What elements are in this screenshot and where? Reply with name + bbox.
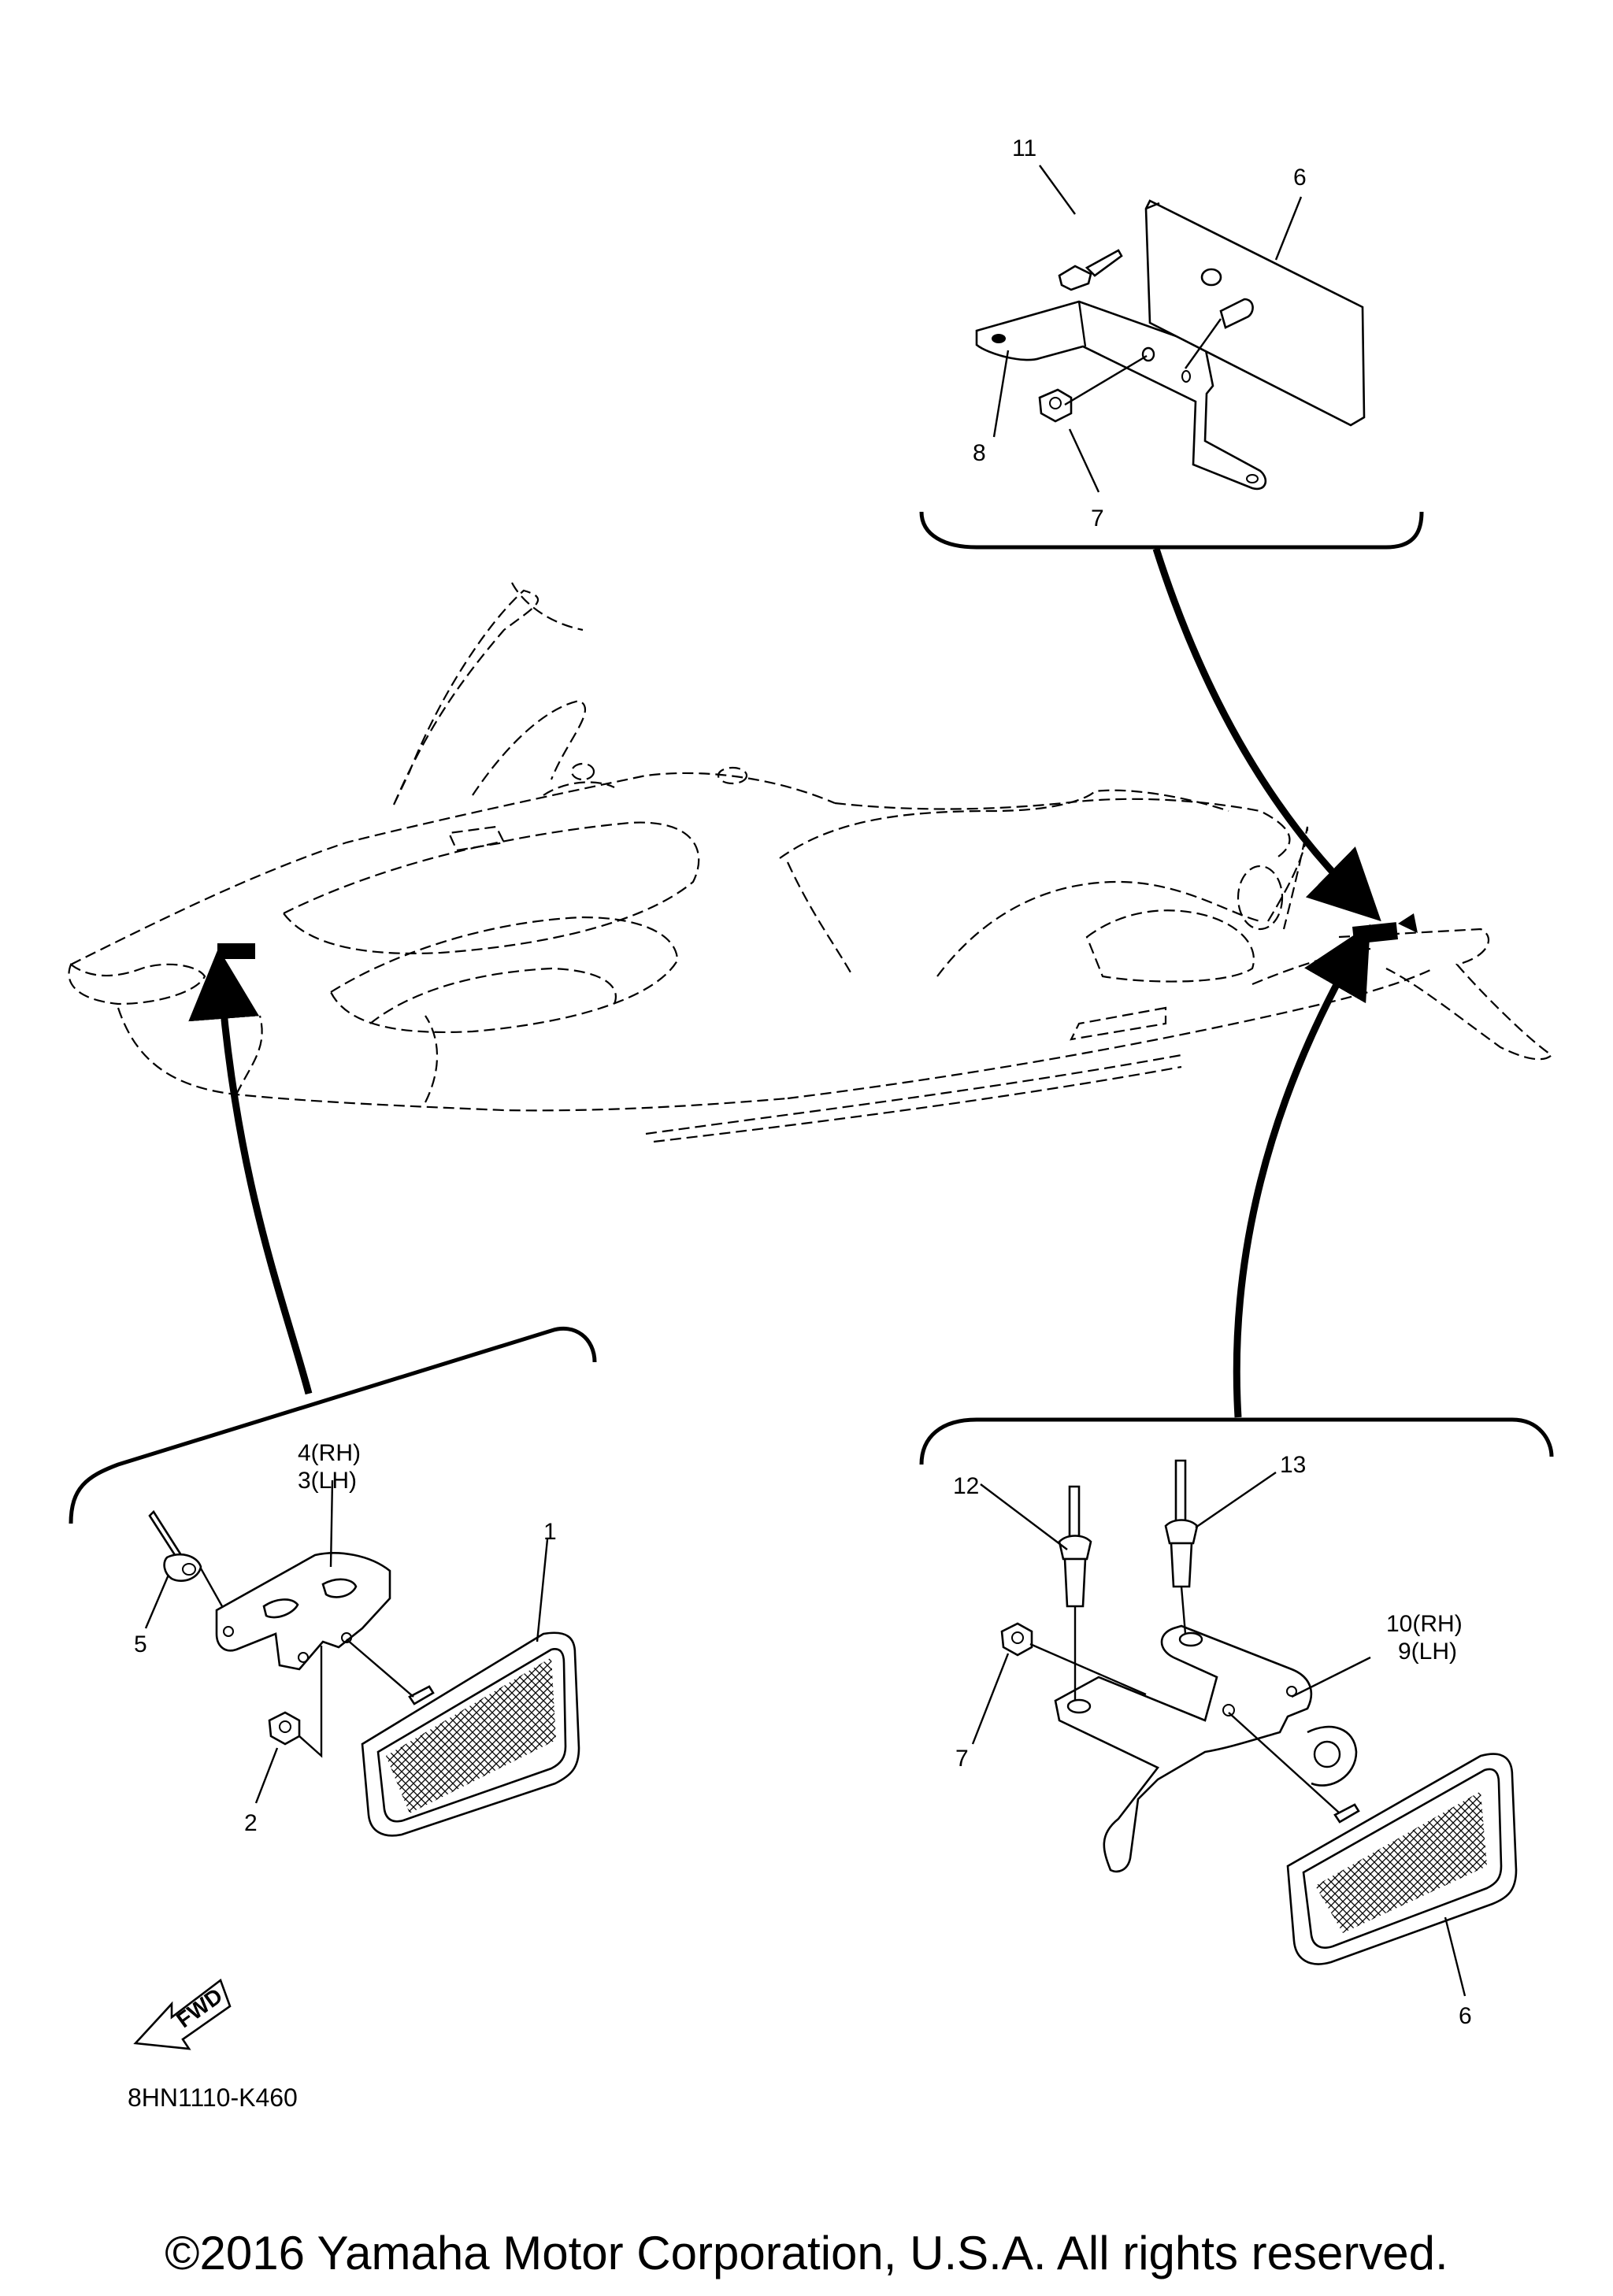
callout-bracket-rh-right: 10(RH) bbox=[1386, 1611, 1463, 1637]
top-detail-view bbox=[919, 165, 1424, 550]
callout-bracket-rh-left: 4(RH) bbox=[298, 1440, 361, 1466]
diagram-code: 8HN1110-K460 bbox=[128, 2083, 298, 2112]
arrow-to-top-detail bbox=[1152, 547, 1381, 922]
callout-7-right: 7 bbox=[955, 1746, 969, 1772]
arrow-from-left-detail bbox=[188, 948, 313, 1395]
callout-5-left: 5 bbox=[134, 1631, 147, 1657]
right-detail-view bbox=[919, 1417, 1554, 1997]
copyright-notice: ©2016 Yamaha Motor Corporation, U.S.A. A… bbox=[165, 2227, 1448, 2279]
callout-1-left: 1 bbox=[543, 1519, 557, 1545]
snowmobile-outline bbox=[68, 582, 1553, 1143]
callout-2-left: 2 bbox=[244, 1810, 258, 1836]
callout-bracket-lh-right: 9(LH) bbox=[1398, 1639, 1457, 1665]
left-detail-view bbox=[69, 1326, 597, 1837]
callout-6-top: 6 bbox=[1293, 165, 1307, 191]
rear-reflector-marker bbox=[1352, 922, 1398, 944]
callout-bracket-lh-left: 3(LH) bbox=[298, 1468, 357, 1494]
callout-13-right: 13 bbox=[1280, 1452, 1306, 1478]
callout-7-top: 7 bbox=[1091, 505, 1104, 531]
arrow-from-right-detail bbox=[1233, 924, 1370, 1418]
callout-12-right: 12 bbox=[953, 1473, 979, 1499]
front-reflector-marker bbox=[217, 943, 255, 959]
fwd-arrow-icon: FWD bbox=[133, 1978, 232, 2050]
callout-6-right: 6 bbox=[1459, 2003, 1472, 2029]
callout-8-top: 8 bbox=[973, 440, 986, 466]
callout-11-top: 11 bbox=[1012, 135, 1036, 161]
